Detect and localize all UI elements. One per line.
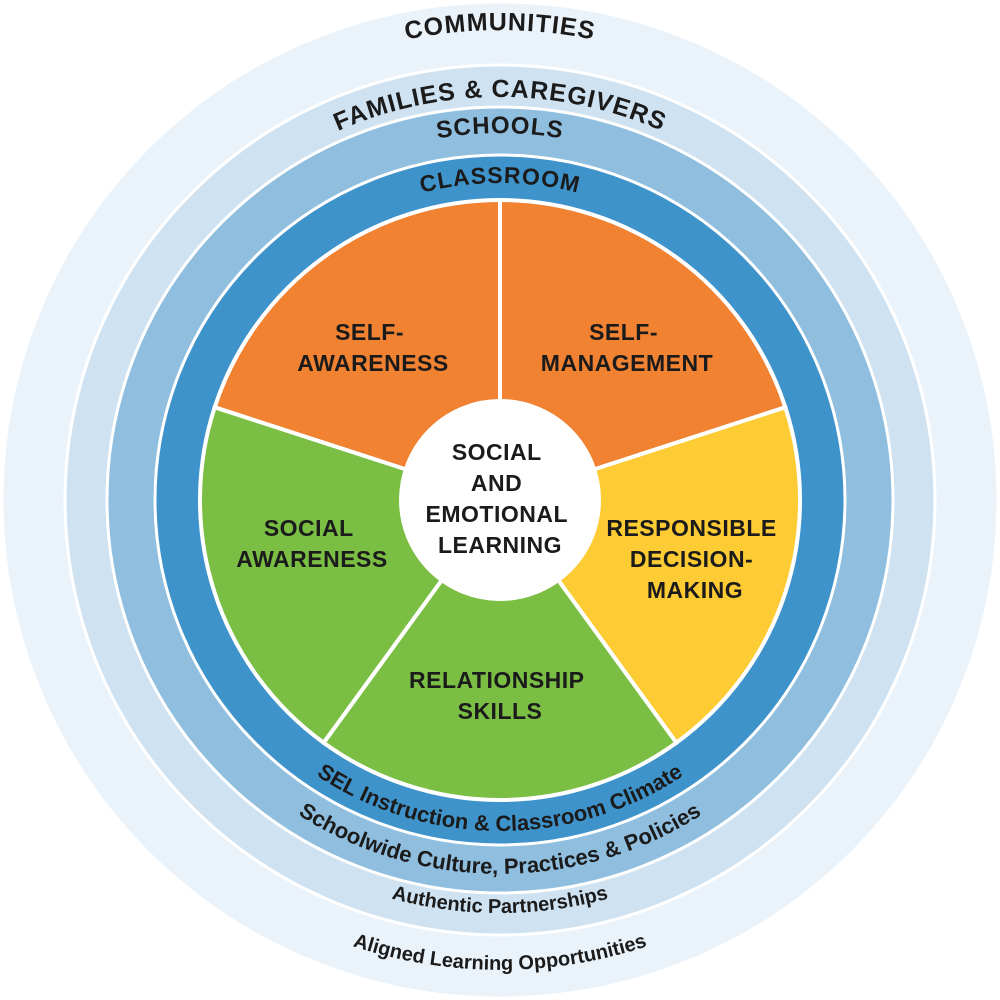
label-relationship-skills: RELATIONSHIP SKILLS [409, 667, 591, 724]
label-responsible-decision-making: RESPONSIBLE DECISION- MAKING [606, 515, 783, 603]
segment-self-management [498, 197, 788, 503]
ring-label-schools: SCHOOLS [434, 112, 565, 144]
label-social-awareness: SOCIAL AWARENESS [236, 515, 387, 572]
label-self-awareness: SELF- AWARENESS [297, 319, 448, 376]
center-label: SOCIAL AND EMOTIONAL LEARNING [426, 439, 575, 558]
segment-relationship-skills [320, 496, 680, 802]
center-circle [399, 399, 601, 601]
label-self-management: SELF- MANAGEMENT [541, 319, 713, 376]
segment-self-awareness [212, 197, 502, 503]
